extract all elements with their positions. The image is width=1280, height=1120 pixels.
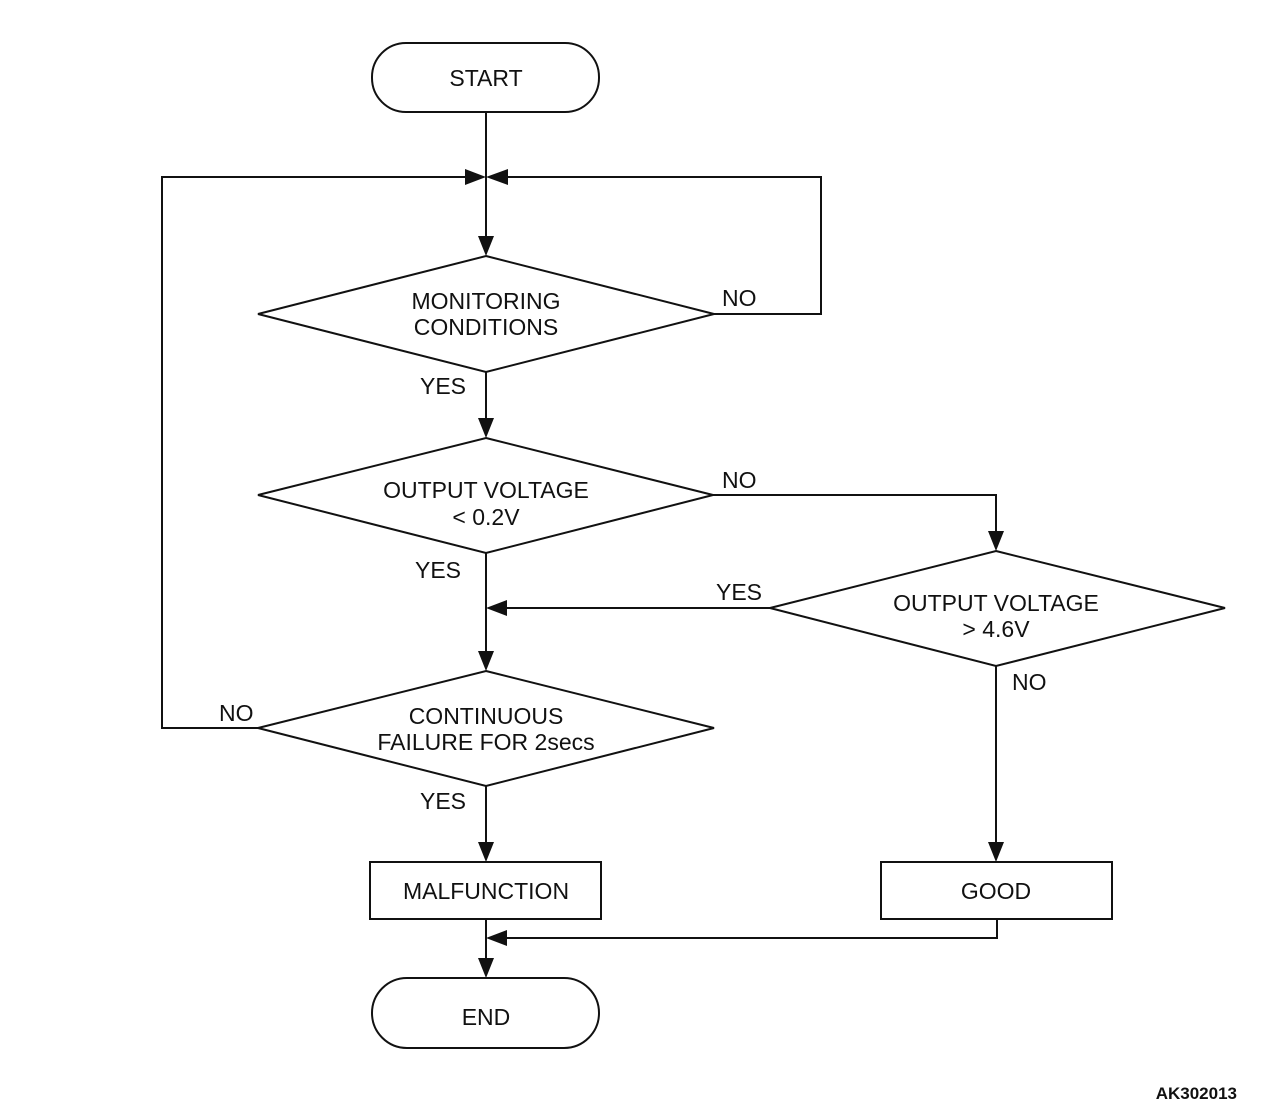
continuous-no-label: NO: [219, 700, 254, 726]
good-box: [880, 861, 1113, 920]
low-voltage-no-label: NO: [722, 467, 757, 493]
high-voltage-label-line1: OUTPUT VOLTAGE: [893, 590, 1099, 616]
monitoring-label-line1: MONITORING: [411, 288, 560, 314]
arrow-into-yes-merge: [486, 600, 507, 616]
arrow-into-low-voltage: [478, 418, 494, 438]
arrow-into-loop-from-right: [486, 169, 508, 185]
arrow-into-monitoring: [478, 236, 494, 256]
good-label: GOOD: [961, 878, 1031, 904]
monitoring-conditions-decision: [257, 254, 715, 374]
monitoring-label-line2: CONDITIONS: [414, 314, 558, 340]
continuous-failure-decision: [257, 669, 715, 788]
arrow-into-end: [478, 958, 494, 978]
continuous-label-line1: CONTINUOUS: [409, 703, 564, 729]
end-label: END: [462, 1004, 511, 1030]
malfunction-box: [369, 861, 602, 920]
arrow-into-end-merge: [486, 930, 507, 946]
low-voltage-label-line2: < 0.2V: [452, 504, 520, 530]
low-voltage-label-line1: OUTPUT VOLTAGE: [383, 477, 589, 503]
start-label: START: [449, 65, 522, 91]
figure-id: AK302013: [1156, 1084, 1237, 1103]
arrow-into-high-voltage: [988, 531, 1004, 551]
arrow-into-malfunction: [478, 842, 494, 862]
monitoring-yes-label: YES: [420, 373, 466, 399]
start-terminal: [371, 42, 600, 113]
high-voltage-label-line2: > 4.6V: [962, 616, 1030, 642]
output-voltage-low-decision: [257, 436, 714, 555]
output-voltage-high-decision: [769, 549, 1226, 668]
continuous-label-line2: FAILURE FOR 2secs: [377, 729, 594, 755]
high-voltage-no-label: NO: [1012, 669, 1047, 695]
connector-continuous-no-loop: [161, 176, 465, 729]
end-terminal: [371, 977, 600, 1049]
arrow-into-continuous: [478, 651, 494, 671]
connector-low-voltage-no: [713, 494, 997, 534]
arrow-into-loop-from-left: [465, 169, 486, 185]
connector-monitoring-no-loop: [508, 176, 822, 315]
low-voltage-yes-label: YES: [415, 557, 461, 583]
malfunction-label: MALFUNCTION: [403, 878, 569, 904]
monitoring-no-label: NO: [722, 285, 757, 311]
continuous-yes-label: YES: [420, 788, 466, 814]
arrow-into-good: [988, 842, 1004, 862]
high-voltage-yes-label: YES: [716, 579, 762, 605]
connector-good-to-end: [505, 920, 998, 939]
